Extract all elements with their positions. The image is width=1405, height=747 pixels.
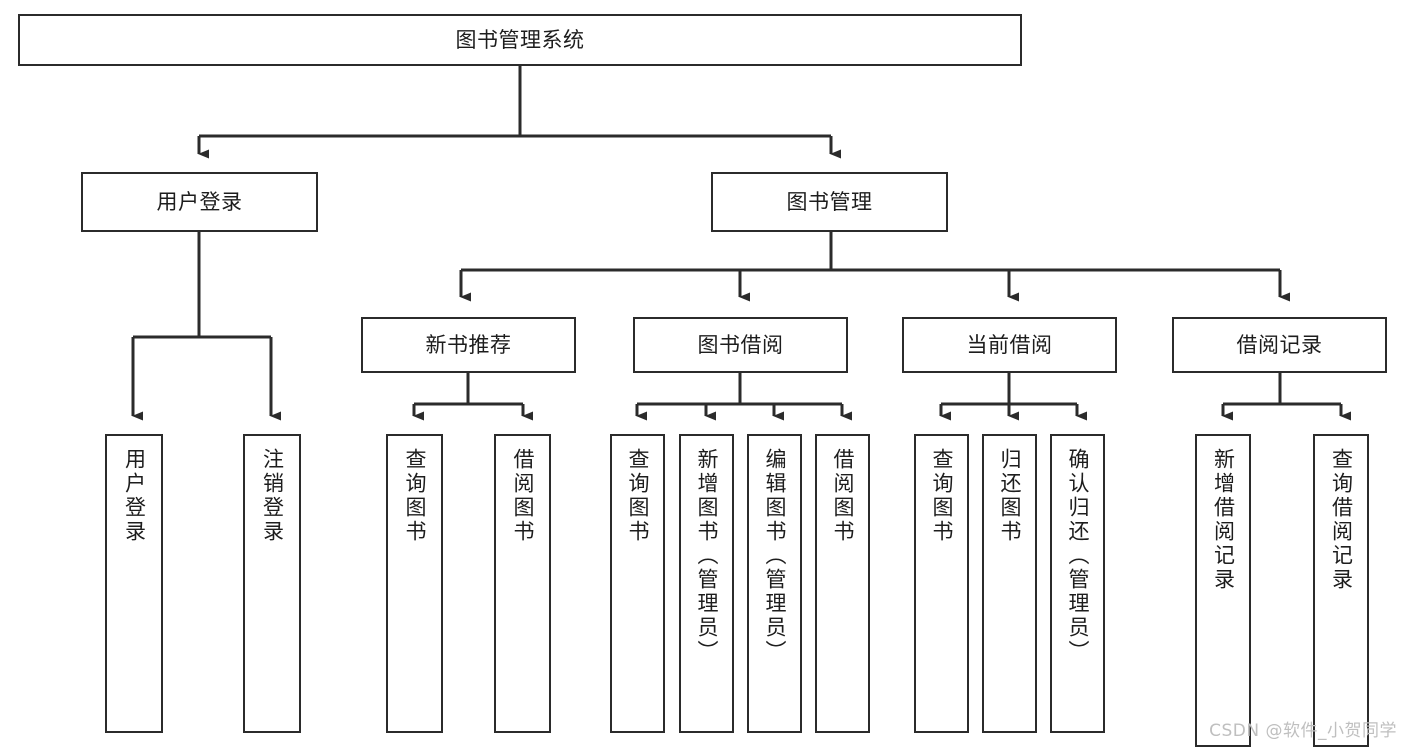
- node-book-manage[interactable]: 图书管理: [711, 172, 948, 232]
- node-book-manage-label: 图书管理: [786, 189, 873, 214]
- leaf-recommend-borrow[interactable]: 借阅图书: [494, 434, 551, 733]
- node-root[interactable]: 图书管理系统: [18, 14, 1022, 66]
- node-book-borrow[interactable]: 图书借阅: [633, 317, 848, 373]
- node-new-book-recommend-label: 新书推荐: [425, 332, 512, 357]
- node-borrow-record[interactable]: 借阅记录: [1172, 317, 1387, 373]
- leaf-borrow-lend[interactable]: 借阅图书: [815, 434, 870, 733]
- leaf-borrow-query-label: 查询图书: [626, 448, 650, 544]
- node-current-borrow[interactable]: 当前借阅: [902, 317, 1117, 373]
- leaf-record-add[interactable]: 新增借阅记录: [1195, 434, 1251, 747]
- leaf-borrow-edit[interactable]: 编辑图书（管理员）: [747, 434, 802, 733]
- node-borrow-record-label: 借阅记录: [1236, 332, 1323, 357]
- node-book-borrow-label: 图书借阅: [697, 332, 784, 357]
- leaf-current-return[interactable]: 归还图书: [982, 434, 1037, 733]
- leaf-user-login-label: 用户登录: [122, 448, 147, 544]
- leaf-current-return-label: 归还图书: [998, 448, 1022, 544]
- leaf-current-query[interactable]: 查询图书: [914, 434, 969, 733]
- leaf-borrow-add[interactable]: 新增图书（管理员）: [679, 434, 734, 733]
- leaf-user-logout[interactable]: 注销登录: [243, 434, 301, 733]
- leaf-record-query[interactable]: 查询借阅记录: [1313, 434, 1369, 747]
- leaf-user-login[interactable]: 用户登录: [105, 434, 163, 733]
- leaf-borrow-lend-label: 借阅图书: [831, 448, 855, 544]
- leaf-current-query-label: 查询图书: [930, 448, 954, 544]
- leaf-borrow-add-label: 新增图书（管理员）: [695, 448, 719, 664]
- leaf-recommend-borrow-label: 借阅图书: [511, 448, 535, 544]
- leaf-record-query-label: 查询借阅记录: [1329, 448, 1354, 592]
- node-user-login-label: 用户登录: [156, 189, 243, 214]
- node-current-borrow-label: 当前借阅: [966, 332, 1053, 357]
- node-root-label: 图书管理系统: [455, 27, 585, 52]
- leaf-borrow-edit-label: 编辑图书（管理员）: [763, 448, 787, 664]
- node-user-login[interactable]: 用户登录: [81, 172, 318, 232]
- leaf-current-confirm[interactable]: 确认归还（管理员）: [1050, 434, 1105, 733]
- leaf-current-confirm-label: 确认归还（管理员）: [1066, 448, 1090, 664]
- leaf-recommend-query-label: 查询图书: [403, 448, 427, 544]
- leaf-borrow-query[interactable]: 查询图书: [610, 434, 665, 733]
- node-new-book-recommend[interactable]: 新书推荐: [361, 317, 576, 373]
- leaf-record-add-label: 新增借阅记录: [1211, 448, 1236, 592]
- leaf-recommend-query[interactable]: 查询图书: [386, 434, 443, 733]
- csdn-watermark: CSDN @软件_小贺同学: [1209, 721, 1397, 741]
- leaf-user-logout-label: 注销登录: [260, 448, 285, 544]
